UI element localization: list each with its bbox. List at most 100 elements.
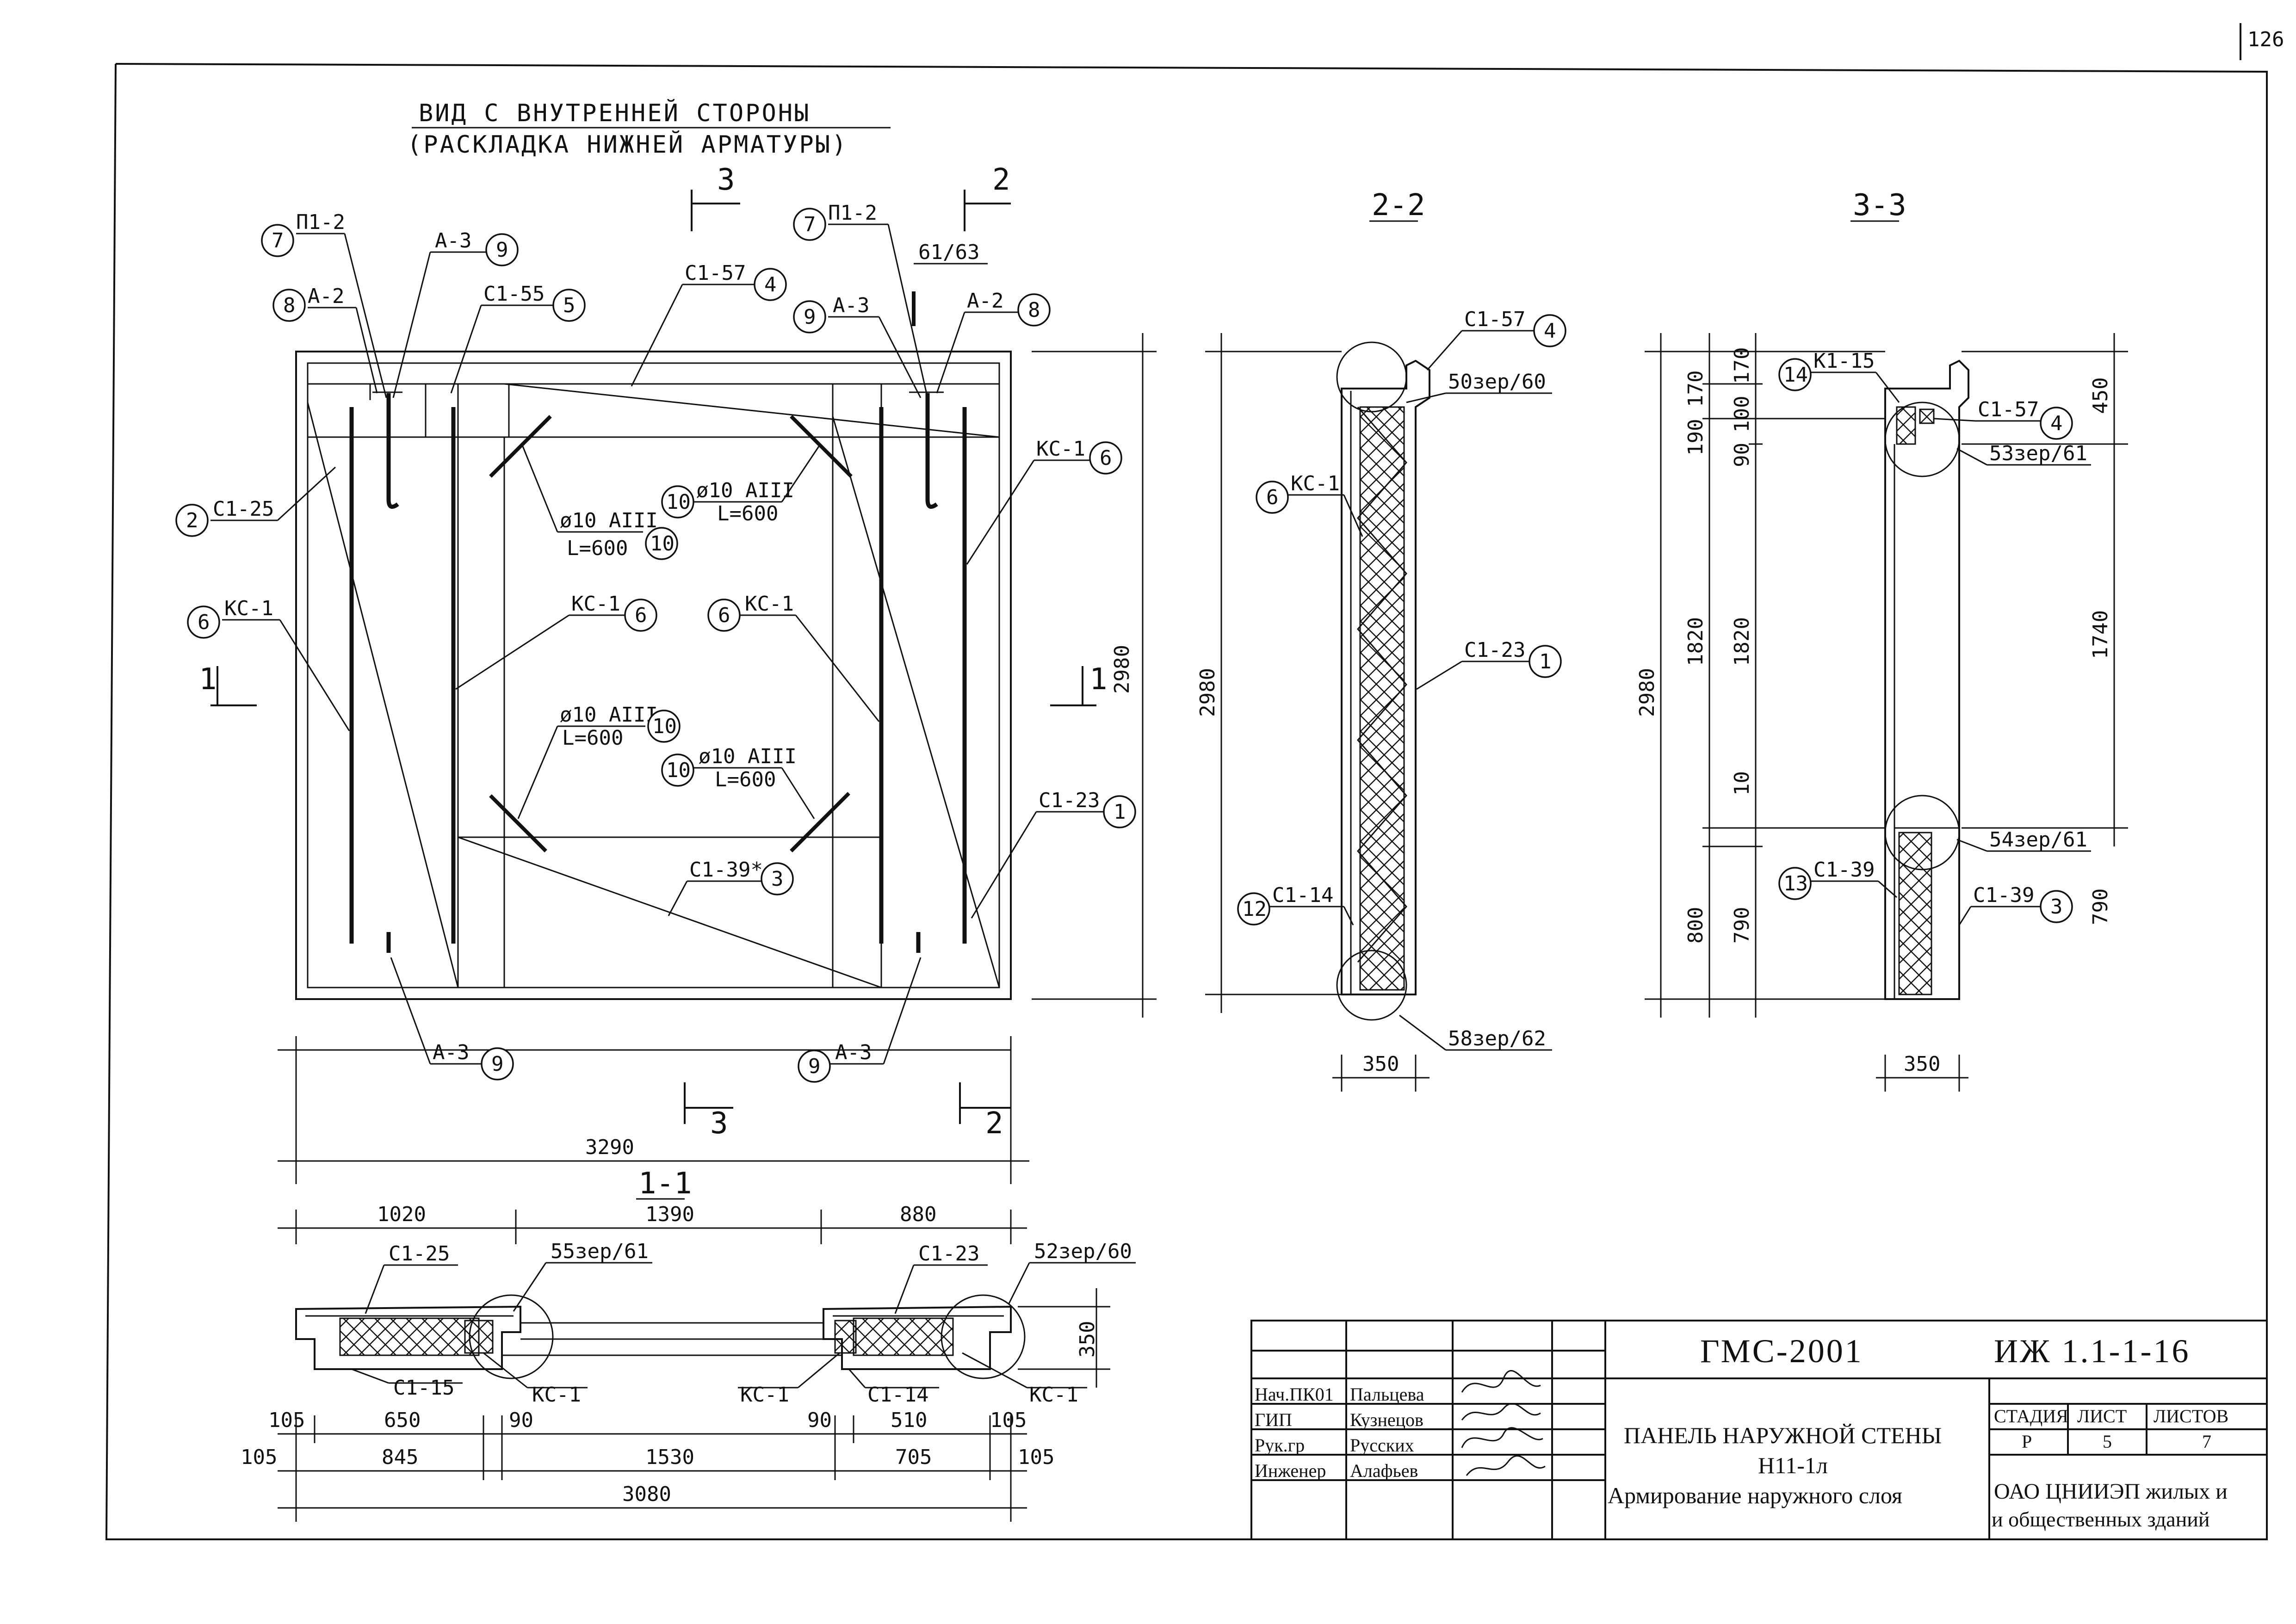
svg-text:790: 790 (1730, 907, 1754, 944)
svg-text:10: 10 (666, 759, 691, 782)
svg-text:ГИП: ГИП (1255, 1409, 1292, 1430)
svg-text:105: 105 (990, 1408, 1027, 1432)
svg-text:100: 100 (1730, 396, 1754, 432)
svg-text:С1-39: С1-39 (1813, 858, 1875, 882)
callout-6163: 61/63 (912, 241, 988, 326)
svg-text:52зер/60: 52зер/60 (1034, 1240, 1132, 1263)
callout-a3-bottom-left: А-3 9 (390, 957, 514, 1081)
callout-c125: 2 С1-25 (175, 466, 336, 537)
cut-3-top: 3 (717, 163, 735, 197)
svg-text:КС-1: КС-1 (740, 1383, 789, 1407)
svg-text:П1-2: П1-2 (828, 201, 877, 225)
svg-text:2: 2 (186, 509, 198, 532)
svg-text:А-3: А-3 (833, 294, 869, 317)
svg-text:1530: 1530 (645, 1445, 694, 1469)
svg-text:880: 880 (900, 1203, 936, 1226)
callout-a3-top-left: А-3 9 (392, 229, 519, 398)
svg-text:350: 350 (1076, 1321, 1099, 1358)
sheet-frame: 126 (105, 23, 2284, 1540)
svg-text:10: 10 (652, 715, 677, 738)
callout-a3-bottom-right: 9 А-3 (798, 957, 922, 1083)
section-2-2: 2-2 2980 350 С1-57 4 50зер/60 6 КС-1 С1-… (1196, 188, 1566, 1092)
svg-text:90: 90 (807, 1408, 832, 1432)
svg-text:ø10 АIII: ø10 АIII (560, 509, 658, 532)
svg-text:С1-14: С1-14 (1272, 883, 1333, 907)
svg-text:L=600: L=600 (715, 768, 776, 791)
svg-text:800: 800 (1684, 907, 1708, 944)
callout-p12-right: 7 П1-2 (793, 201, 928, 398)
svg-text:58зер/62: 58зер/62 (1448, 1027, 1546, 1050)
svg-text:13: 13 (1783, 872, 1808, 895)
svg-text:Алафьев: Алафьев (1350, 1460, 1418, 1481)
org-line2: и общественных зданий (1992, 1507, 2210, 1531)
svg-text:Русских: Русских (1350, 1435, 1414, 1456)
section-1-1: 1-1 1020 1390 880 350 С1-25 55зер/61 (241, 1167, 1136, 1522)
svg-text:2980: 2980 (1635, 668, 1659, 717)
svg-text:4: 4 (1544, 319, 1556, 343)
svg-text:10: 10 (666, 490, 691, 514)
svg-text:190: 190 (1684, 419, 1708, 456)
svg-text:50зер/60: 50зер/60 (1448, 370, 1546, 394)
svg-text:1740: 1740 (2089, 610, 2112, 659)
svg-text:170: 170 (1684, 370, 1708, 407)
page-number: 126 (2247, 28, 2284, 51)
elevation-view: 3290 2980 1 1 3 2 3 2 7 П1-2 А (175, 163, 1157, 1184)
callout-c123: С1-23 1 (971, 789, 1136, 919)
svg-text:845: 845 (382, 1445, 418, 1469)
svg-text:510: 510 (891, 1408, 927, 1432)
callout-rod-a: ø10 АIII L=600 10 (522, 446, 678, 560)
org-line1: ОАО ЦНИИЭП жилых и (1994, 1479, 2228, 1504)
svg-text:9: 9 (496, 238, 508, 262)
svg-text:А-3: А-3 (435, 229, 471, 253)
svg-text:6: 6 (1100, 446, 1112, 470)
callout-rod-c: ø10 АIII L=600 10 (517, 703, 681, 819)
svg-text:КС-1: КС-1 (1291, 472, 1340, 495)
sheet-value: 5 (2103, 1431, 2112, 1452)
svg-text:9: 9 (808, 1055, 821, 1078)
svg-text:1390: 1390 (645, 1203, 694, 1226)
view-title-line2: (РАСКЛАДКА НИЖНЕЙ АРМАТУРЫ) (407, 130, 848, 159)
svg-text:54зер/61: 54зер/61 (1989, 828, 2087, 852)
svg-text:12: 12 (1242, 897, 1267, 921)
signatures (1461, 1370, 1546, 1476)
section-1-1-title: 1-1 (638, 1167, 692, 1201)
svg-text:790: 790 (2089, 889, 2112, 925)
section-2-2-height-dim: 2980 (1196, 668, 1219, 717)
callout-kc1-mid: КС-1 6 (455, 592, 657, 690)
svg-text:3080: 3080 (622, 1482, 671, 1506)
svg-text:КС-1: КС-1 (224, 597, 273, 620)
svg-text:А-2: А-2 (308, 284, 344, 308)
stage-header: СТАДИЯ (1994, 1406, 2068, 1426)
svg-text:10: 10 (650, 532, 675, 556)
document-code: ИЖ 1.1-1-16 (1994, 1333, 2190, 1370)
svg-text:10: 10 (1730, 771, 1754, 796)
svg-text:90: 90 (1730, 443, 1754, 467)
svg-text:105: 105 (241, 1445, 277, 1469)
callout-a3-top-right: 9 А-3 (793, 294, 922, 398)
svg-text:А-2: А-2 (967, 289, 1003, 313)
svg-text:С1-14: С1-14 (867, 1383, 928, 1407)
svg-text:ø10 АIII: ø10 АIII (696, 479, 794, 502)
view-title-line1: ВИД С ВНУТРЕННЕЙ СТОРОНЫ (419, 99, 811, 127)
callout-kc1-left: 6 КС-1 (187, 597, 350, 731)
svg-text:105: 105 (268, 1408, 305, 1432)
svg-text:1820: 1820 (1684, 617, 1708, 666)
svg-text:170: 170 (1730, 347, 1754, 384)
sheet-header: ЛИСТ (2077, 1406, 2127, 1426)
svg-text:105: 105 (1018, 1445, 1054, 1469)
project-code: ГМС-2001 (1700, 1333, 1863, 1370)
callout-c155: С1-55 5 (450, 282, 586, 394)
svg-text:С1-57: С1-57 (685, 261, 746, 285)
svg-text:1: 1 (1539, 650, 1552, 673)
callout-kc1-right: КС-1 6 (966, 437, 1122, 565)
svg-text:6: 6 (1266, 486, 1279, 509)
cut-1-left: 1 (199, 662, 217, 697)
panel-name-line2: Н11-1л (1758, 1452, 1828, 1478)
callout-a2-right: А-2 8 (936, 289, 1051, 394)
svg-text:С1-25: С1-25 (213, 497, 274, 521)
svg-text:5: 5 (563, 294, 576, 317)
svg-text:55зер/61: 55зер/61 (551, 1240, 649, 1263)
svg-text:КС-1: КС-1 (571, 592, 620, 616)
svg-text:450: 450 (2089, 377, 2112, 414)
